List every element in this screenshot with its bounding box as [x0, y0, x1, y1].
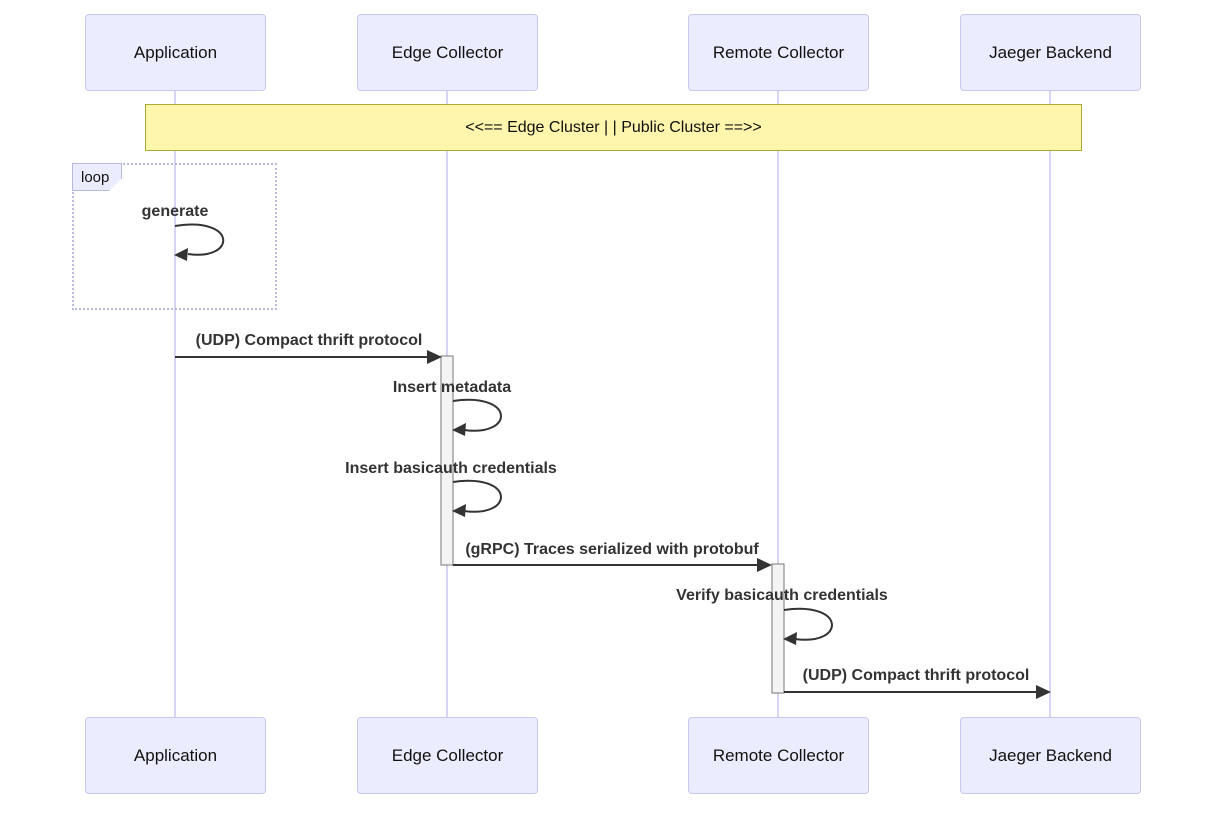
- self-arrowhead-verify-basicauth: [783, 632, 797, 645]
- self-arrowhead-generate: [174, 248, 188, 261]
- self-arrow-insert-metadata: [452, 398, 502, 432]
- loop-frame: loop: [72, 163, 277, 310]
- activation-edge-collector: [440, 355, 454, 566]
- cluster-note: <<== Edge Cluster | | Public Cluster ==>…: [145, 104, 1082, 151]
- participant-jaeger-backend-bottom: Jaeger Backend: [960, 717, 1141, 794]
- message-label-udp-thrift-2: (UDP) Compact thrift protocol: [802, 667, 1030, 684]
- message-label-verify-basicauth: Verify basicauth credentials: [676, 587, 888, 604]
- self-arrow-verify-basicauth: [783, 607, 833, 641]
- arrowhead-udp-thrift-2: [1036, 685, 1051, 699]
- participant-edge-collector-top: Edge Collector: [357, 14, 538, 91]
- self-arrow-generate: [174, 223, 225, 256]
- participant-remote-collector-top: Remote Collector: [688, 14, 869, 91]
- arrowhead-udp-thrift-1: [427, 350, 442, 364]
- message-label-generate: generate: [141, 203, 209, 220]
- message-label-insert-metadata: Insert metadata: [392, 379, 512, 396]
- self-arrow-insert-basicauth: [452, 479, 502, 513]
- message-label-grpc-protobuf: (gRPC) Traces serialized with protobuf: [465, 541, 759, 558]
- participant-application-top: Application: [85, 14, 266, 91]
- self-arrowhead-insert-basicauth: [452, 504, 466, 517]
- participant-edge-collector-bottom: Edge Collector: [357, 717, 538, 794]
- arrowhead-grpc-protobuf: [757, 558, 772, 572]
- message-label-udp-thrift-1: (UDP) Compact thrift protocol: [195, 332, 423, 349]
- loop-label: loop: [72, 163, 122, 191]
- participant-remote-collector-bottom: Remote Collector: [688, 717, 869, 794]
- participant-application-bottom: Application: [85, 717, 266, 794]
- participant-jaeger-backend-top: Jaeger Backend: [960, 14, 1141, 91]
- self-arrowhead-insert-metadata: [452, 423, 466, 436]
- activation-remote-collector: [771, 563, 785, 694]
- message-label-insert-basicauth: Insert basicauth credentials: [345, 460, 557, 477]
